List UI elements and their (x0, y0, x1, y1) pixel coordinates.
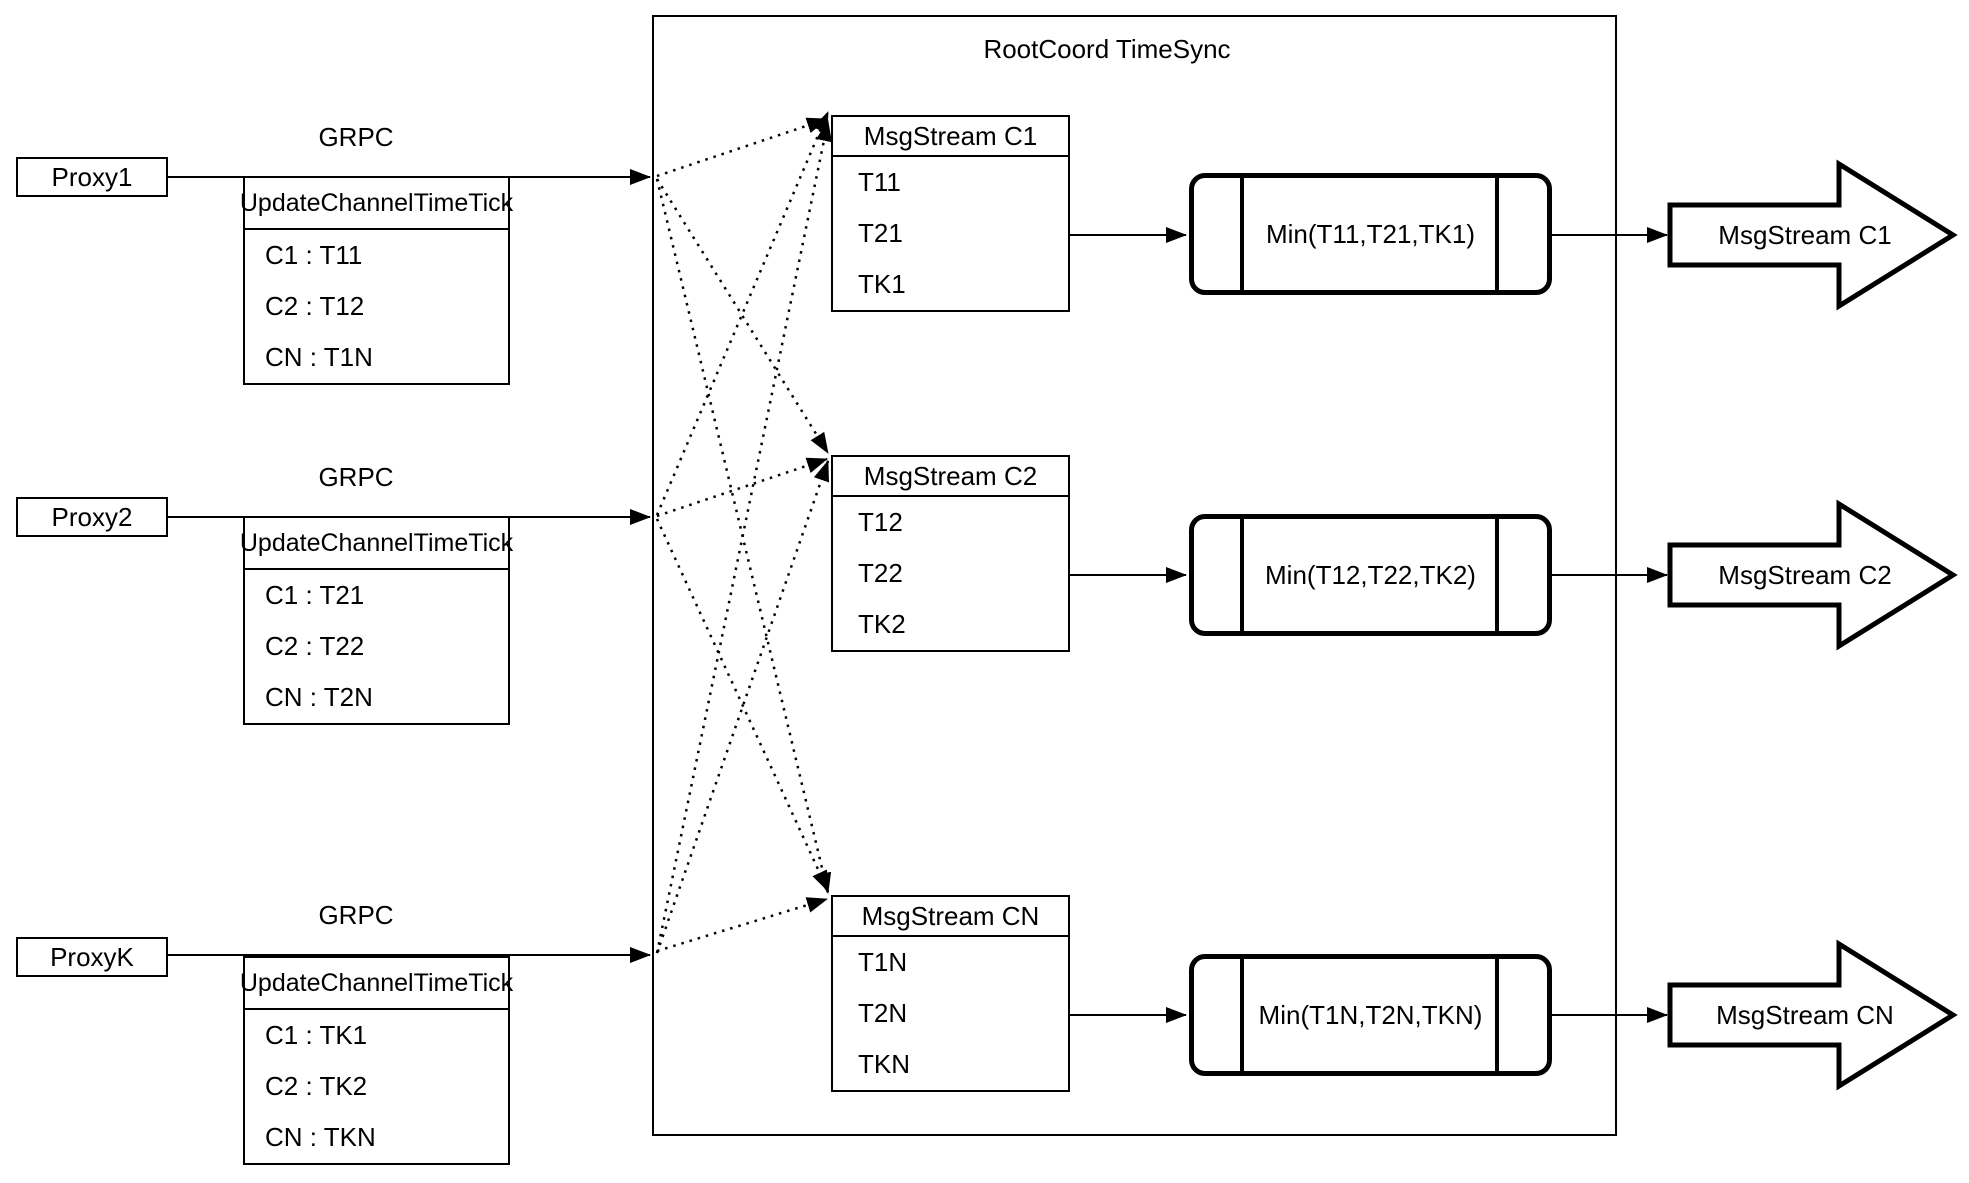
proxyk-node: ProxyK (16, 937, 168, 977)
table-row: CN : TKN (265, 1122, 376, 1152)
table-row: C1 : T11 (265, 240, 363, 270)
tick-row: T22 (858, 558, 903, 588)
output-arrow-cn (1667, 939, 1958, 1091)
table-row: C2 : T22 (265, 631, 365, 661)
table-row: C2 : T12 (265, 291, 365, 321)
table-row: CN : T1N (265, 342, 373, 372)
min-label: Min(T11,T21,TK1) (1265, 218, 1475, 249)
update-channel-timetick-table-3: UpdateChannelTimeTick C1 : TK1 C2 : TK2 … (240, 956, 513, 1165)
table-header: UpdateChannelTimeTick (240, 518, 513, 570)
process-bar (1240, 178, 1244, 290)
tick-row: T21 (858, 218, 903, 248)
update-channel-timetick-table-2: UpdateChannelTimeTick C1 : T21 C2 : T22 … (240, 516, 513, 725)
msgstream-c2-table: MsgStream C2 T12 T22 TK2 (831, 455, 1070, 652)
min-box-cn: Min(T1N,T2N,TKN) (1189, 954, 1552, 1076)
rootcoord-title: RootCoord TimeSync (983, 33, 1231, 64)
tick-row: TK1 (858, 269, 906, 299)
table-row: C2 : TK2 (265, 1071, 368, 1101)
stream-header: MsgStream CN (833, 897, 1068, 937)
proxy2-node: Proxy2 (16, 497, 168, 537)
tick-row: T2N (858, 998, 908, 1028)
tick-row: T11 (858, 167, 901, 197)
min-label: Min(T12,T22,TK2) (1265, 559, 1476, 590)
output-arrow-labels: MsgStream C1 MsgStream C2 MsgStream CN (1716, 220, 1894, 1030)
output-arrow-c2 (1667, 499, 1958, 651)
stream-header: MsgStream C1 (833, 117, 1068, 157)
min-box-c2: Min(T12,T22,TK2) (1189, 514, 1552, 636)
tick-row: T1N (858, 947, 908, 977)
grpc-label-2: GRPC (318, 461, 394, 492)
process-bar (1495, 519, 1499, 631)
msgstream-c1-table: MsgStream C1 T11 T21 TK1 (831, 115, 1070, 312)
update-channel-timetick-table-1: UpdateChannelTimeTick C1 : T11 C2 : T12 … (240, 176, 513, 385)
proxy2-label: Proxy2 (51, 501, 133, 532)
table-row: C1 : T21 (265, 580, 365, 610)
output-arrow-c1 (1667, 159, 1958, 311)
process-bar (1495, 178, 1499, 290)
table-row: C1 : TK1 (265, 1020, 368, 1050)
output-arrows (1667, 159, 1958, 1091)
proxy1-node: Proxy1 (16, 157, 168, 197)
min-label: Min(T1N,T2N,TKN) (1258, 999, 1483, 1030)
output-label-c2: MsgStream C2 (1718, 560, 1891, 590)
process-bar (1240, 519, 1244, 631)
proxyk-label: ProxyK (50, 941, 134, 972)
stream-header: MsgStream C2 (833, 457, 1068, 497)
process-bar (1240, 959, 1244, 1071)
tick-row: TKN (858, 1049, 910, 1079)
table-row: CN : T2N (265, 682, 373, 712)
grpc-label-3: GRPC (318, 899, 394, 930)
tick-row: T12 (858, 507, 903, 537)
grpc-label-1: GRPC (318, 121, 394, 152)
tick-row: TK2 (858, 609, 906, 639)
min-box-c1: Min(T11,T21,TK1) (1189, 173, 1552, 295)
proxy1-label: Proxy1 (51, 161, 133, 192)
msgstream-cn-table: MsgStream CN T1N T2N TKN (831, 895, 1070, 1092)
table-header: UpdateChannelTimeTick (240, 178, 513, 230)
table-header: UpdateChannelTimeTick (240, 958, 513, 1010)
output-label-c1: MsgStream C1 (1718, 220, 1891, 250)
process-bar (1495, 959, 1499, 1071)
output-label-cn: MsgStream CN (1716, 1000, 1894, 1030)
